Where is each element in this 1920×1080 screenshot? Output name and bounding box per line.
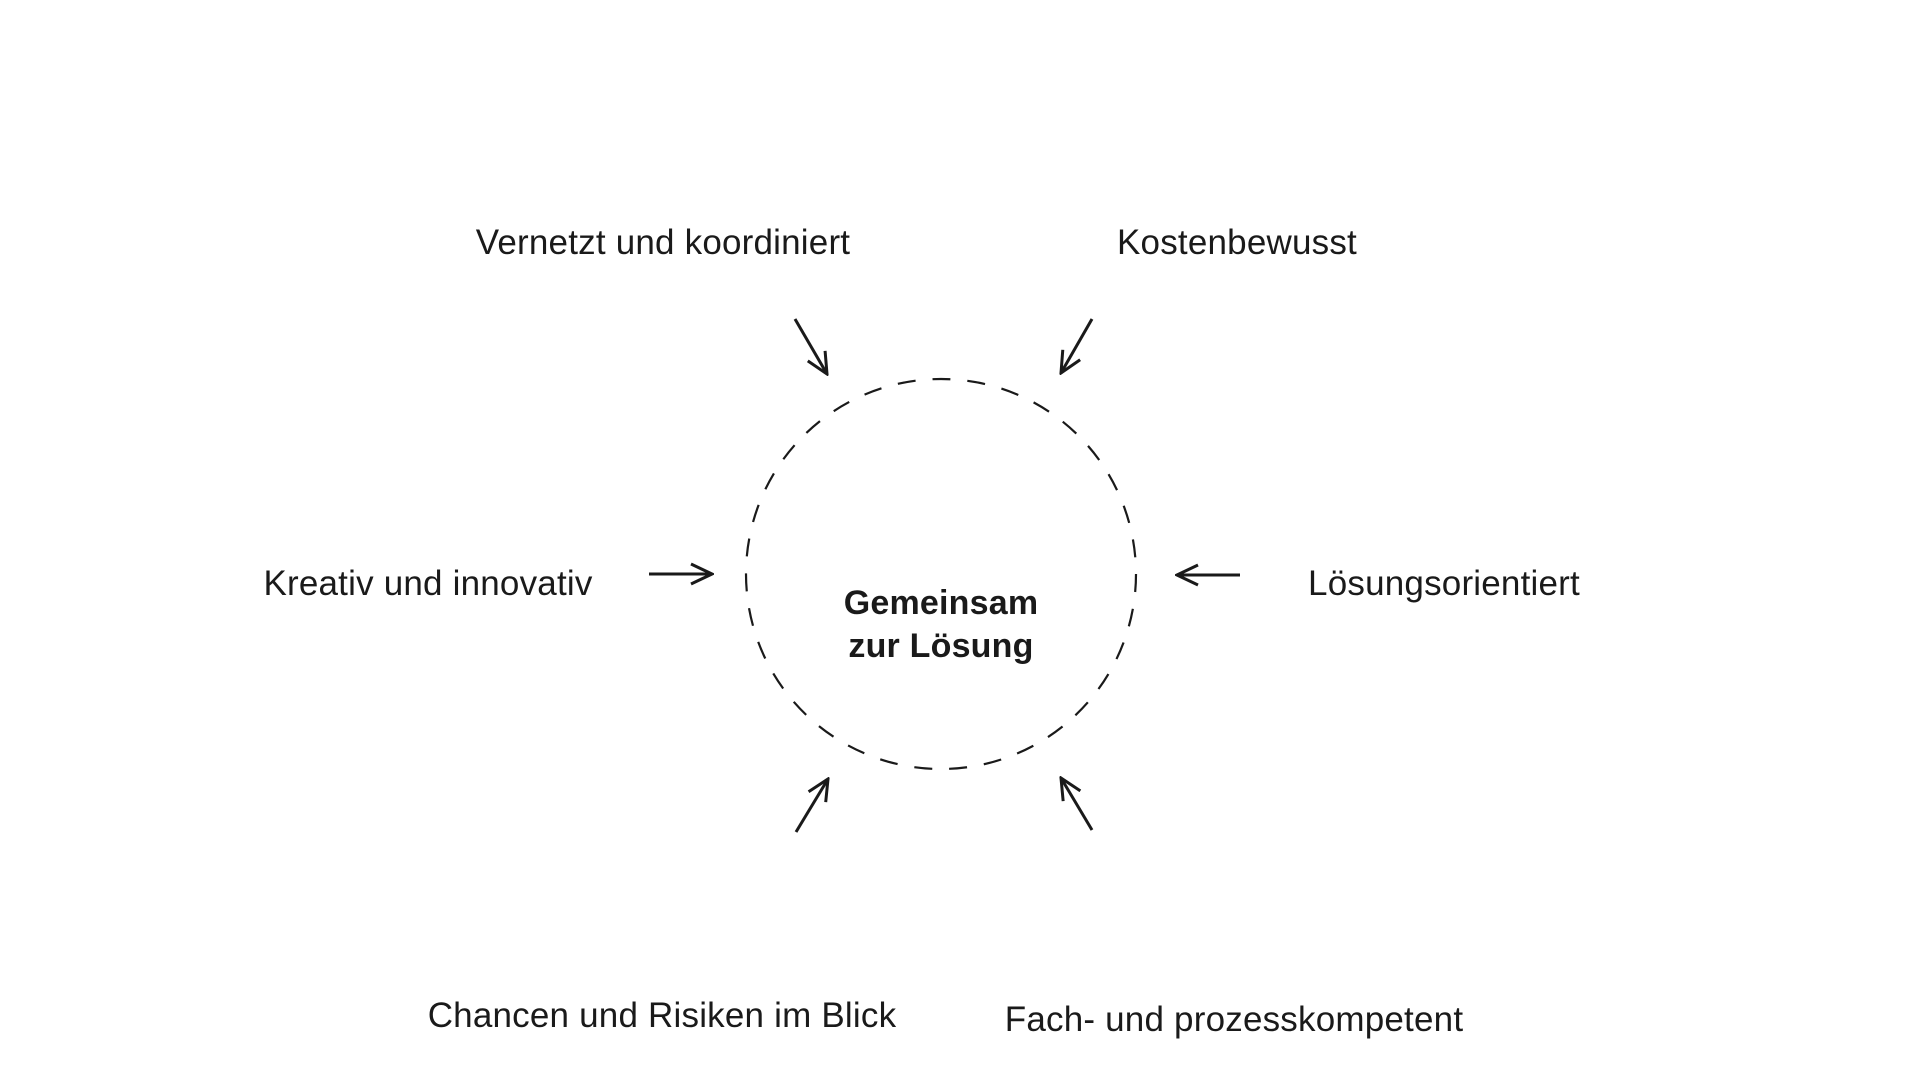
arrow-bottom-right-icon bbox=[1061, 778, 1094, 831]
dashed-circle bbox=[744, 377, 1138, 771]
label-kreativ-und-innovativ: Kreativ und innovativ bbox=[263, 564, 593, 603]
arrow-bottom-left-icon bbox=[794, 779, 828, 833]
arrow-top-right-icon bbox=[1061, 318, 1094, 373]
label-vernetzt-und-koordiniert: Vernetzt und koordiniert bbox=[475, 223, 851, 262]
label-fach-und-prozesskompetent: Fach- und prozesskompetent bbox=[1004, 1000, 1464, 1039]
label-kostenbewusst: Kostenbewusst bbox=[1117, 223, 1357, 262]
center-text-line1: Gemeinsam bbox=[843, 584, 1039, 622]
arrow-top-left-icon bbox=[793, 318, 827, 374]
center-text-line2: zur Lösung bbox=[848, 627, 1034, 665]
label-chancen-und-risiken-im-blick: Chancen und Risiken im Blick bbox=[427, 996, 897, 1035]
label-loesungsorientiert: Lösungsorientiert bbox=[1308, 564, 1580, 603]
center-text: Gemeinsam zur Lösung bbox=[844, 582, 1039, 668]
